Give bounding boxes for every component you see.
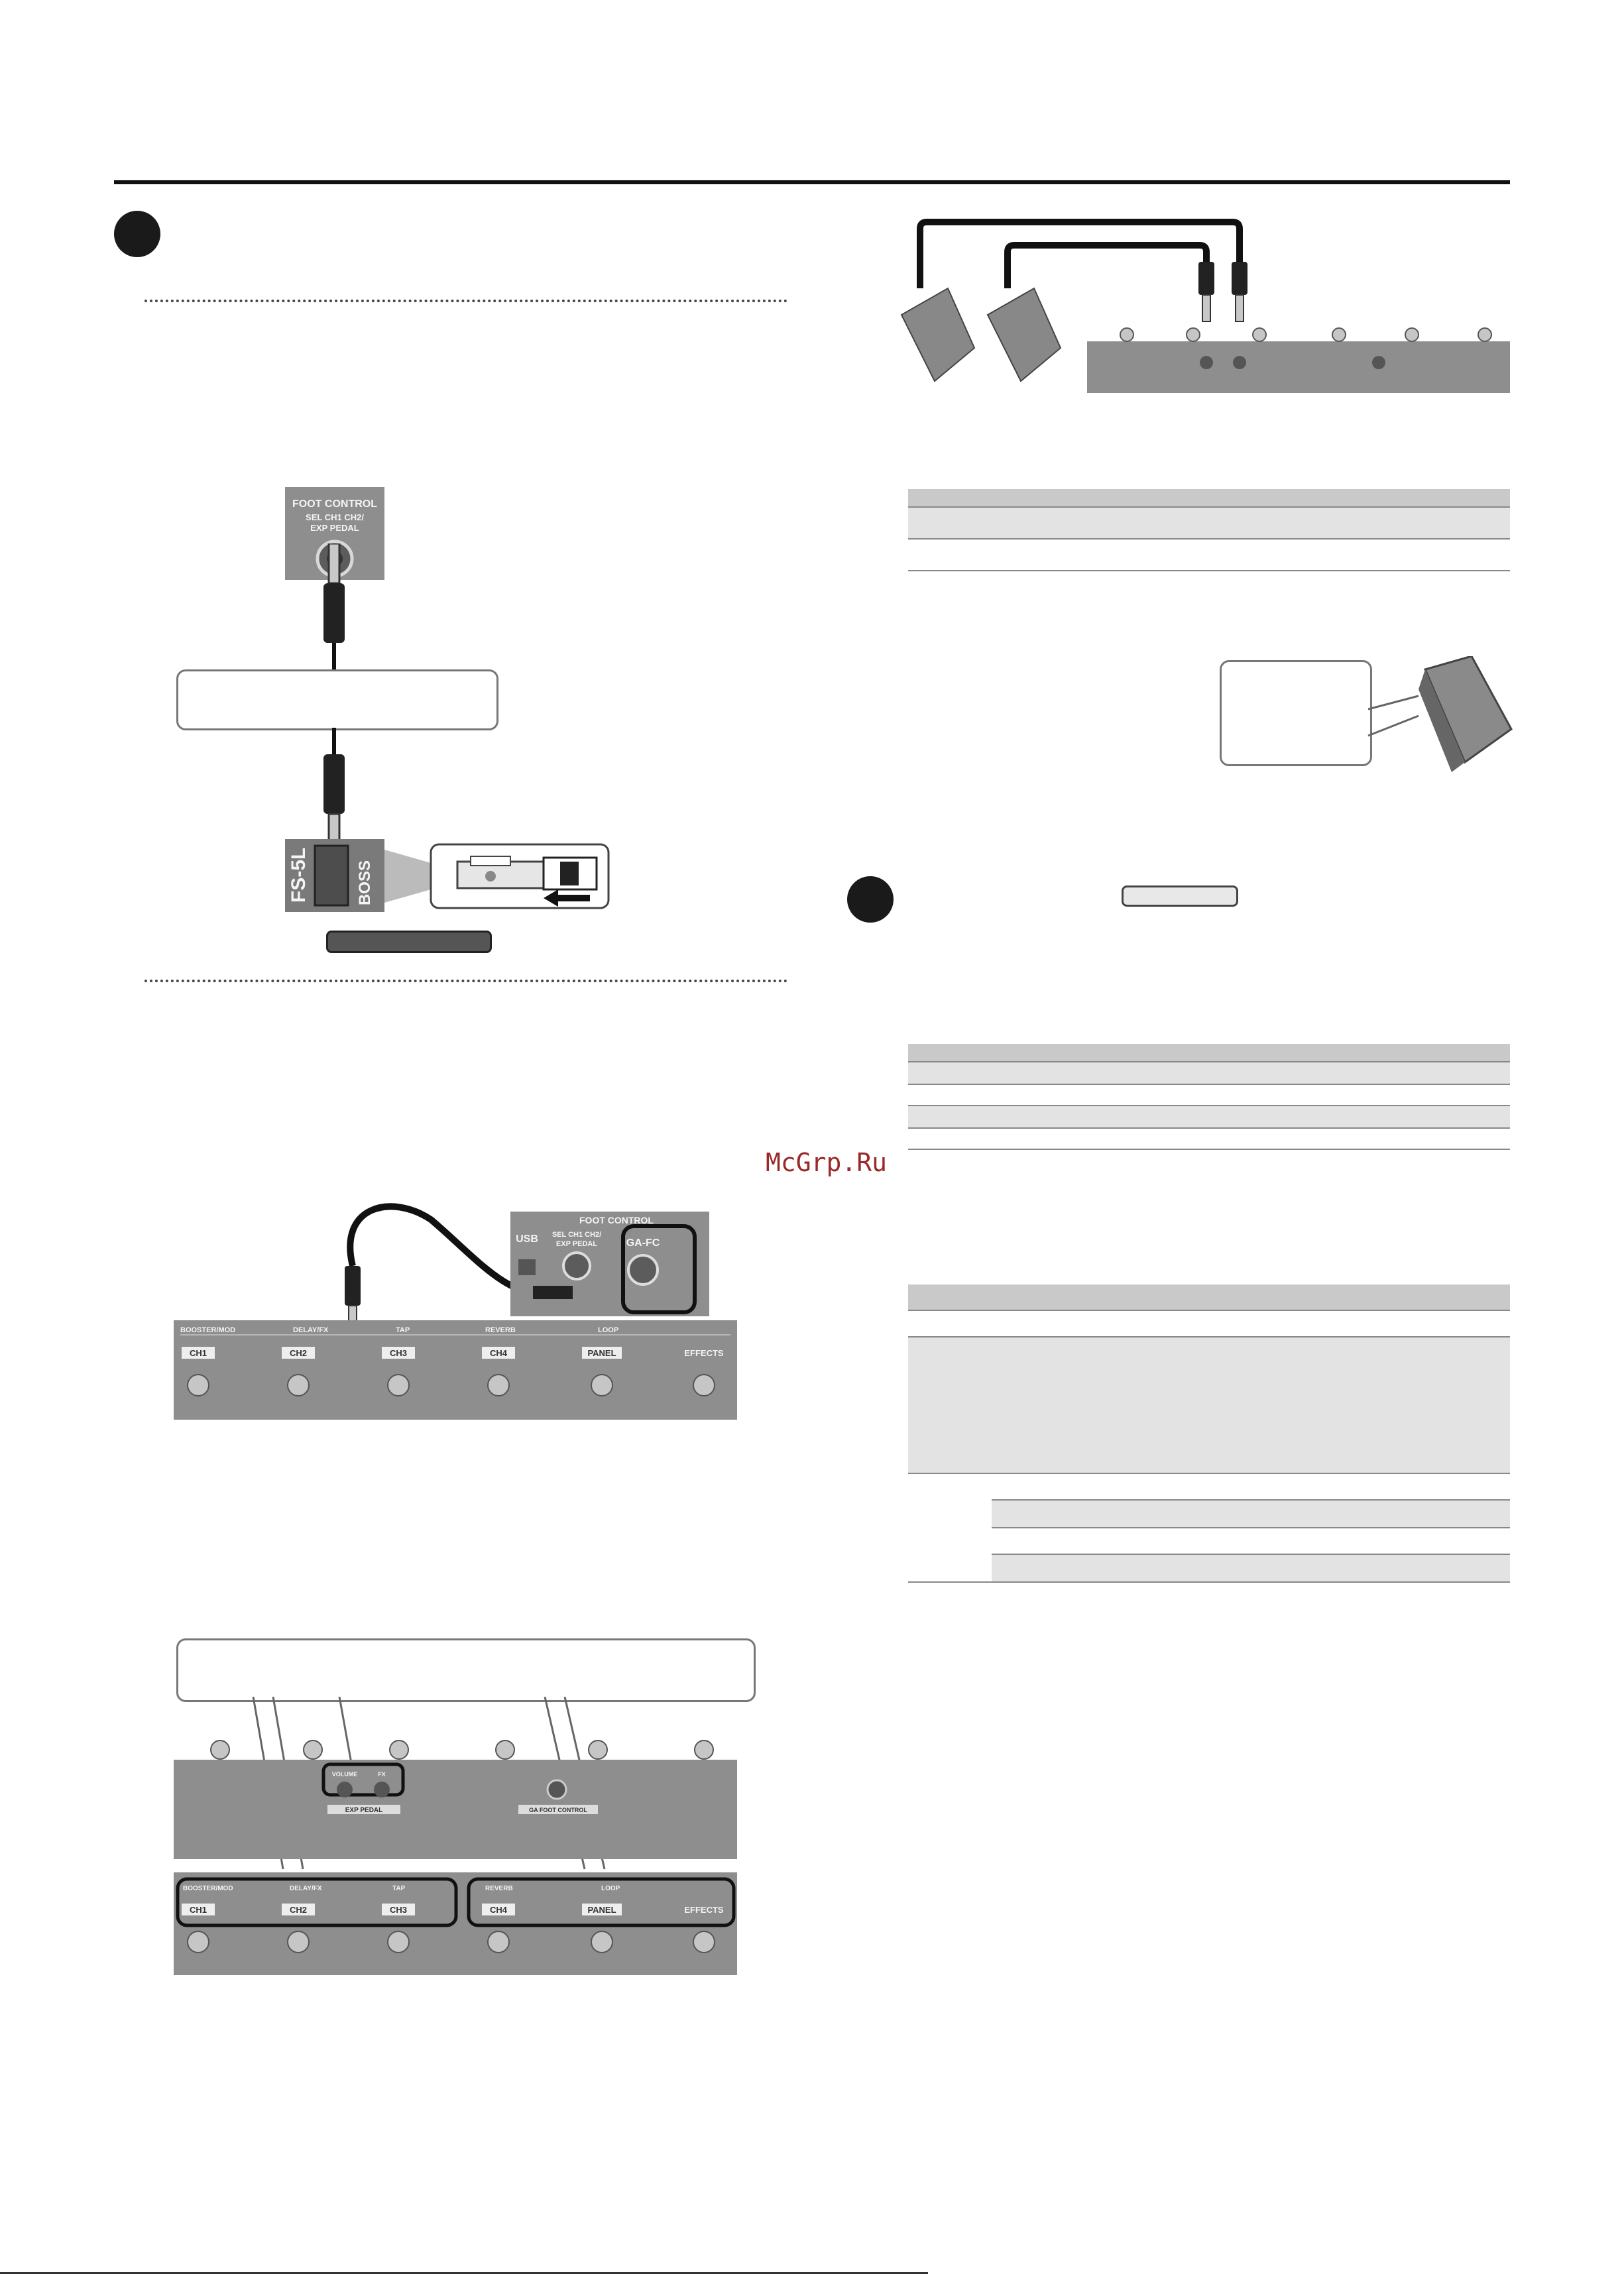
step-bullet-icon — [114, 211, 160, 257]
fs2-group-delay: DELAY/FX — [290, 1885, 322, 1892]
fs1-btn-panel: PANEL — [587, 1348, 616, 1358]
fs1-group-booster: BOOSTER/MOD — [180, 1326, 235, 1334]
fs1-btn-ch3: CH3 — [390, 1348, 407, 1358]
table-3 — [908, 1284, 1510, 1583]
expression-pedal-icon — [900, 219, 1510, 393]
exp-jack-right: FX — [378, 1771, 386, 1778]
rear-panel-gafc: GA-FC — [626, 1237, 660, 1249]
fs2-btn-ch1: CH1 — [190, 1905, 207, 1915]
fs1-group-reverb: REVERB — [485, 1326, 516, 1334]
rear-panel-illustration: FOOT CONTROL USB SEL CH1 CH2/ EXP PEDAL … — [345, 1203, 709, 1326]
fs2-btn-ch2: CH2 — [290, 1905, 307, 1915]
fs1-group-tap: TAP — [396, 1326, 410, 1334]
rear-panel-jack1-line2: EXP PEDAL — [556, 1240, 597, 1248]
table-2 — [908, 1044, 1510, 1150]
rear-panel-title: FOOT CONTROL — [579, 1215, 654, 1225]
watermark: McGrp.Ru — [766, 1148, 888, 1177]
callout-cable-note — [176, 669, 498, 730]
fs1-btn-ch4: CH4 — [490, 1348, 508, 1358]
callout-switch-groups — [176, 1638, 756, 1702]
polarity-switch-icon — [384, 843, 610, 909]
fs2-btn-panel: PANEL — [587, 1905, 616, 1915]
footswitch-unit-1: BOOSTER/MOD DELAY/FX TAP REVERB LOOP CH1… — [174, 1320, 737, 1420]
foot-control-title: FOOT CONTROL — [292, 498, 377, 510]
footswitch-icon: FS-5L BOSS — [285, 839, 384, 912]
footer-rule — [0, 2272, 928, 2274]
rear-panel-jack1-line1: SEL CH1 CH2/ — [552, 1231, 601, 1239]
fs1-group-loop: LOOP — [598, 1326, 618, 1334]
arrow-left-icon — [544, 889, 590, 907]
exp-panel-label: EXP PEDAL — [345, 1807, 383, 1814]
fs1-btn-ch2: CH2 — [290, 1348, 307, 1358]
fs2-btn-effects: EFFECTS — [684, 1905, 724, 1915]
section-divider — [145, 980, 787, 982]
fs1-btn-effects: EFFECTS — [684, 1348, 724, 1358]
expression-pedal-icon — [1367, 656, 1513, 772]
fs1-group-delay: DELAY/FX — [293, 1326, 329, 1334]
fs5l-model: FS-5L — [288, 848, 310, 903]
fs2-group-tap: TAP — [392, 1885, 406, 1892]
fs5l-brand: BOSS — [356, 860, 374, 905]
header-rule — [114, 180, 1510, 184]
fs2-btn-ch3: CH3 — [390, 1905, 407, 1915]
section-divider — [145, 300, 787, 302]
exp-pedal-panel-illustration: VOLUME FX EXP PEDAL GA FOOT CONTROL BOOS… — [174, 1697, 737, 1975]
fs2-btn-ch4: CH4 — [490, 1905, 508, 1915]
exp-jack-left: VOLUME — [332, 1771, 358, 1778]
plug-icon — [323, 543, 345, 676]
fs2-group-booster: BOOSTER/MOD — [183, 1885, 233, 1892]
fs2-group-reverb: REVERB — [485, 1885, 513, 1892]
foot-control-subtitle-2: EXP PEDAL — [310, 523, 359, 533]
step-bullet-icon — [847, 876, 894, 923]
callout-pedal-note — [1220, 660, 1372, 766]
rear-panel-usb: USB — [516, 1233, 538, 1245]
caption-pill-light — [1122, 885, 1238, 907]
fs2-group-loop: LOOP — [601, 1885, 620, 1892]
exp-ga-label: GA FOOT CONTROL — [529, 1807, 587, 1813]
foot-control-subtitle-1: SEL CH1 CH2/ — [306, 512, 364, 522]
caption-pill-dark — [326, 931, 492, 953]
table-1 — [908, 489, 1510, 571]
fs1-btn-ch1: CH1 — [190, 1348, 207, 1358]
